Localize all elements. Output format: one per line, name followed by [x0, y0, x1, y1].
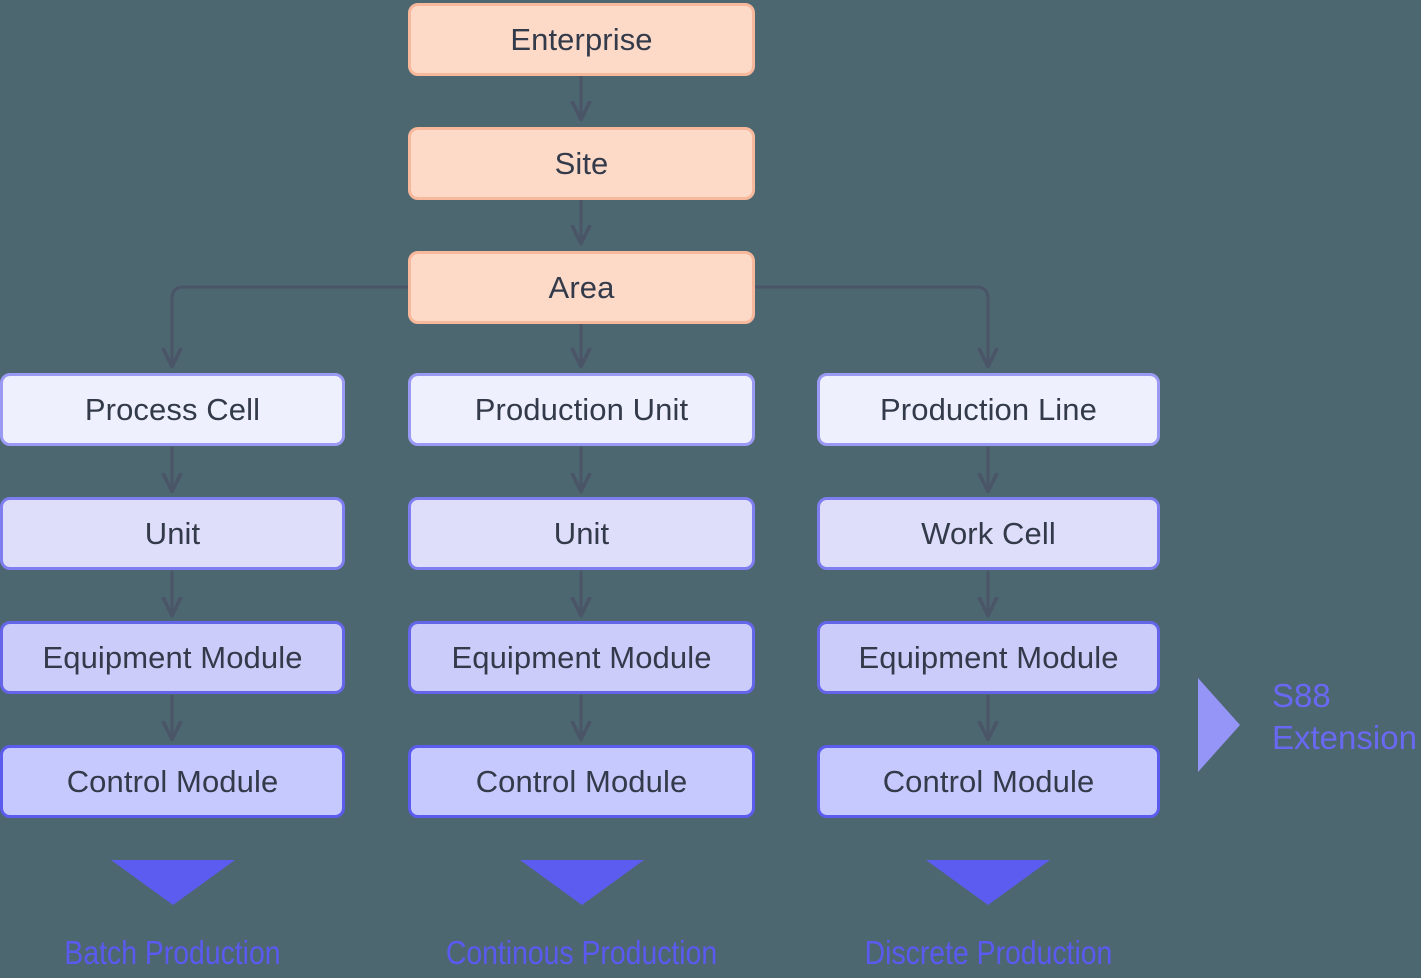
- node-enterprise[interactable]: Enterprise: [408, 3, 755, 76]
- s88-extension-label: S88 Extension: [1272, 675, 1417, 759]
- node-equipment-module-batch-label: Equipment Module: [42, 640, 303, 675]
- node-unit-continous[interactable]: Unit: [408, 497, 755, 570]
- node-enterprise-label: Enterprise: [510, 22, 653, 57]
- down-arrow-continous: [520, 860, 644, 905]
- node-site-label: Site: [554, 146, 609, 181]
- node-production-unit-label: Production Unit: [474, 392, 689, 427]
- node-control-module-batch[interactable]: Control Module: [0, 745, 345, 818]
- node-unit-batch[interactable]: Unit: [0, 497, 345, 570]
- node-equipment-module-batch[interactable]: Equipment Module: [0, 621, 345, 694]
- caption-discrete-production: Discrete Production: [864, 934, 1113, 971]
- down-arrow-discrete: [926, 860, 1050, 905]
- node-process-cell[interactable]: Process Cell: [0, 373, 345, 446]
- node-unit-batch-label: Unit: [144, 516, 201, 551]
- edge-area-process-cell: [172, 285, 410, 365]
- node-unit-continous-label: Unit: [553, 516, 610, 551]
- node-production-unit[interactable]: Production Unit: [408, 373, 755, 446]
- node-equipment-module-continous[interactable]: Equipment Module: [408, 621, 755, 694]
- s88-extension-line2: Extension: [1272, 719, 1417, 757]
- node-control-module-continous-label: Control Module: [475, 764, 688, 799]
- node-control-module-continous[interactable]: Control Module: [408, 745, 755, 818]
- node-area-label: Area: [548, 270, 615, 305]
- node-area[interactable]: Area: [408, 251, 755, 324]
- caption-batch-production: Batch Production: [64, 934, 281, 971]
- node-control-module-discrete-label: Control Module: [882, 764, 1095, 799]
- node-control-module-discrete[interactable]: Control Module: [817, 745, 1160, 818]
- node-process-cell-label: Process Cell: [84, 392, 261, 427]
- node-equipment-module-discrete-label: Equipment Module: [858, 640, 1119, 675]
- node-production-line[interactable]: Production Line: [817, 373, 1160, 446]
- caption-continous-production: Continous Production: [445, 934, 718, 971]
- node-equipment-module-continous-label: Equipment Module: [451, 640, 712, 675]
- node-production-line-label: Production Line: [880, 392, 1097, 427]
- node-site[interactable]: Site: [408, 127, 755, 200]
- s88-extension-line1: S88: [1272, 677, 1331, 714]
- edge-area-production-line: [753, 285, 988, 365]
- node-equipment-module-discrete[interactable]: Equipment Module: [817, 621, 1160, 694]
- node-work-cell[interactable]: Work Cell: [817, 497, 1160, 570]
- s88-extension-arrow-icon: [1198, 678, 1240, 772]
- down-arrow-batch: [111, 860, 235, 905]
- node-work-cell-label: Work Cell: [921, 516, 1056, 551]
- node-control-module-batch-label: Control Module: [66, 764, 279, 799]
